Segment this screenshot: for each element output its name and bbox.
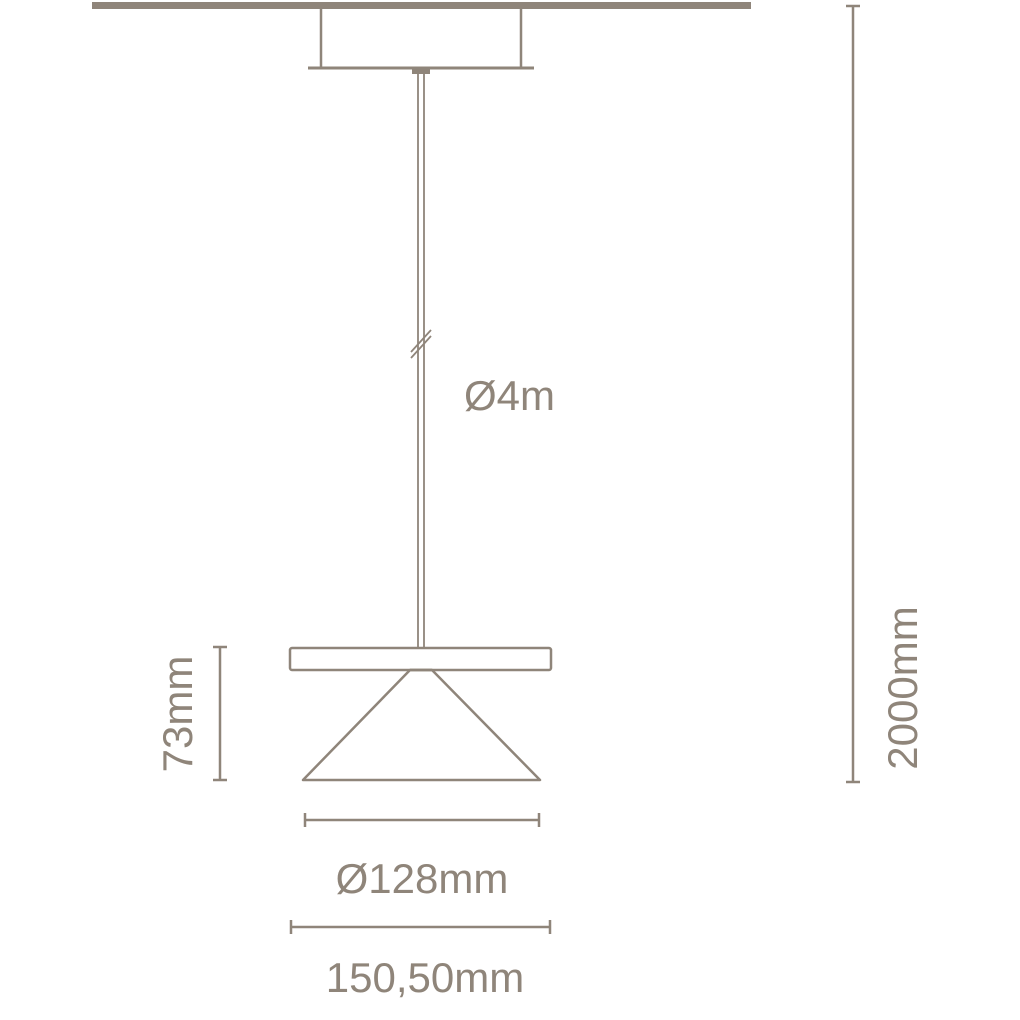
shade-height-label: 73mm [154, 656, 201, 773]
cone-shade [301, 668, 542, 782]
ceiling-line [92, 2, 751, 9]
cable-diameter-label: Ø4m [464, 372, 555, 419]
disc-width-label: 150,50mm [326, 954, 524, 1001]
shade-height-dimension-line [213, 645, 227, 782]
shade-diameter-label: Ø128mm [336, 855, 509, 902]
total-height-dimension-line [846, 4, 860, 784]
shade-diameter-dimension-line [303, 813, 541, 827]
lamp-disc [288, 646, 553, 672]
ceiling-canopy [308, 8, 534, 74]
suspension-cable [410, 74, 432, 648]
disc-width-dimension-line [289, 920, 552, 934]
total-height-label: 2000mm [879, 606, 926, 769]
cable-break-mark [410, 329, 432, 353]
